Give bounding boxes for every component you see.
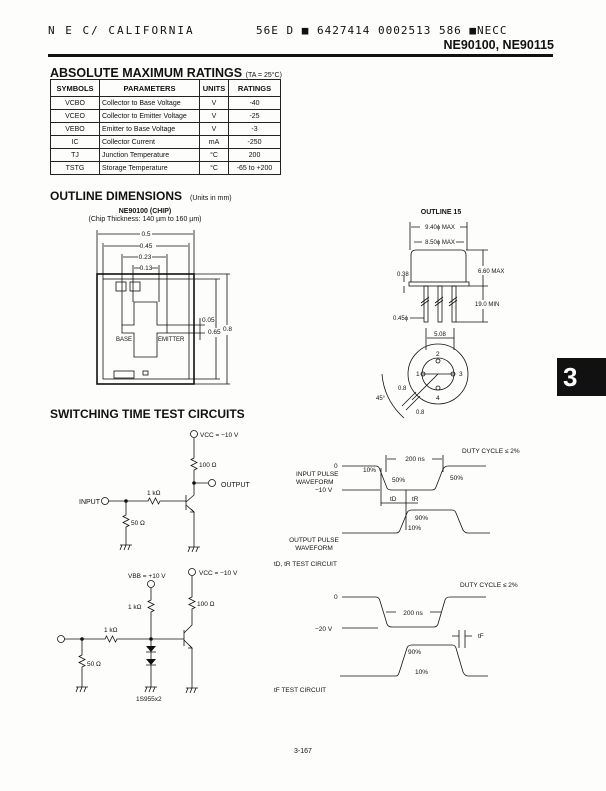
r-100-label: 100 Ω xyxy=(197,601,215,608)
r-50-label: 50 Ω xyxy=(87,661,101,668)
diode-icon xyxy=(146,646,156,665)
dim-6-60: 6.60 MAX xyxy=(478,269,504,275)
duty-cycle-label: DUTY CYCLE ≤ 2% xyxy=(462,448,520,455)
td-tr-waveforms: DUTY CYCLE ≤ 2% 0 200 ns INPUT PULSE WAV… xyxy=(274,448,520,568)
dim-0-23: 0.23 xyxy=(139,254,152,261)
header-company: N E C/ CALIFORNIA xyxy=(48,24,195,37)
dim-9-40: 9.40ϕ MAX xyxy=(425,225,455,231)
zero-label: 0 xyxy=(334,594,338,601)
table-header: SYMBOLS PARAMETERS UNITS RATINGS xyxy=(50,79,281,97)
input-pulse-label: INPUT PULSE xyxy=(296,471,339,478)
switching-title: SWITCHING TIME TEST CIRCUITS xyxy=(50,407,245,421)
output-pulse-label: OUTPUT PULSE xyxy=(289,537,339,544)
ratings-title-text: ABSOLUTE MAXIMUM RATINGS xyxy=(50,66,243,80)
vcc-label: VCC = −10 V xyxy=(199,570,238,577)
ratings-condition: (TA = 25°C) xyxy=(245,72,282,79)
section-tab: 3 xyxy=(557,358,606,396)
p10-label: 10% xyxy=(415,669,428,676)
dim-0-13: 0.13 xyxy=(140,265,153,272)
p10b-label: 10% xyxy=(408,525,421,532)
dim-45deg: 45° xyxy=(376,396,386,402)
p90-label: 90% xyxy=(415,515,428,522)
chip-drawing: NE90100 (CHIP) (Chip Thickness: 140 µm t… xyxy=(89,208,232,385)
width-200ns: 200 ns xyxy=(405,456,425,463)
r-1k-label: 1 kΩ xyxy=(104,627,118,634)
output-waveform-label: WAVEFORM xyxy=(295,545,333,552)
chip-title: NE90100 (CHIP) xyxy=(119,208,172,215)
neg10v-label: −10 V xyxy=(315,487,333,494)
td-label: tD xyxy=(390,496,397,503)
dim-5-08: 5.08 xyxy=(434,332,446,338)
dim-0-8b: 0.8 xyxy=(416,410,425,416)
header-rule xyxy=(48,54,553,57)
ratings-title: ABSOLUTE MAXIMUM RATINGS (TA = 25°C) xyxy=(50,66,282,80)
chip-subtitle: (Chip Thickness: 140 µm to 160 µm) xyxy=(89,216,202,223)
table-cell: Storage Temperature xyxy=(99,161,200,175)
width-200ns: 200 ns xyxy=(403,610,423,617)
vcc-terminal xyxy=(190,430,198,438)
page-number: 3-167 xyxy=(294,748,312,755)
pin-4-label: 4 xyxy=(436,395,440,402)
tf-caption: tF TEST CIRCUIT xyxy=(274,687,326,694)
tf-circuit: VBB = +10 V VCC = −10 V 1 kΩ 100 Ω 1 kΩ … xyxy=(57,568,238,703)
output-label: OUTPUT xyxy=(221,482,251,489)
dim-0-5: 0.5 xyxy=(141,231,150,238)
input-waveform-label: WAVEFORM xyxy=(296,479,334,486)
tf-label: tF xyxy=(478,633,484,640)
vcc-label: VCC = −10 V xyxy=(200,432,239,439)
p10-label: 10% xyxy=(363,467,376,474)
td-tr-caption: tD, tR TEST CIRCUIT xyxy=(274,561,337,568)
dim-0-45: 0.45ϕ xyxy=(393,316,409,322)
p50b-label: 50% xyxy=(450,475,463,482)
pin-3-label: 3 xyxy=(459,371,463,378)
dim-0-38: 0.38 xyxy=(397,272,409,278)
r-1k-label: 1 kΩ xyxy=(147,490,161,497)
zero-label: 0 xyxy=(334,463,338,470)
p50-label: 50% xyxy=(392,477,405,484)
dim-8-50: 8.50ϕ MAX xyxy=(425,240,455,246)
vbb-label: VBB = +10 V xyxy=(128,573,166,580)
outline-15-title: OUTLINE 15 xyxy=(421,209,462,216)
dim-0-65: 0.65 xyxy=(208,329,221,336)
p90-label: 90% xyxy=(408,649,421,656)
header-code: 56E D ■ 6427414 0002513 586 ■NECC xyxy=(256,24,508,37)
outline-units: (Units in mm) xyxy=(190,195,232,202)
input-label: INPUT xyxy=(79,499,101,506)
pin-2-label: 2 xyxy=(436,351,440,358)
pin-1-label: 1 xyxy=(416,371,420,378)
dim-0-45: 0.45 xyxy=(140,243,153,250)
dim-0-8a: 0.8 xyxy=(398,386,407,392)
emitter-label: EMITTER xyxy=(158,337,185,343)
r-100-label: 100 Ω xyxy=(199,462,217,469)
r-vbb-1k-label: 1 kΩ xyxy=(128,604,142,611)
td-tr-circuit: VCC = −10 V 100 Ω OUTPUT INPUT 1 kΩ 50 Ω xyxy=(79,430,251,553)
header-part-numbers: NE90100, NE90115 xyxy=(443,38,554,52)
dim-0-05: 0.05 xyxy=(202,317,215,324)
diode-label: 1S955x2 xyxy=(136,696,162,703)
outline-title: OUTLINE DIMENSIONS xyxy=(50,189,182,203)
dim-0-8: 0.8 xyxy=(223,326,232,333)
dim-19-0: 19.0 MIN xyxy=(475,302,499,308)
r-50-label: 50 Ω xyxy=(131,520,145,527)
duty-cycle-label: DUTY CYCLE ≤ 2% xyxy=(460,582,518,589)
tr-label: tR xyxy=(412,496,419,503)
outline-15-drawing: OUTLINE 15 9.40ϕ MAX 8.50ϕ MAX 6.60 MAX … xyxy=(376,209,504,419)
tf-waveforms: DUTY CYCLE ≤ 2% 0 200 ns −20 V tF 90% 10… xyxy=(274,582,518,694)
base-label: BASE xyxy=(116,337,132,343)
table-cell: -65 to +200 xyxy=(228,161,281,175)
neg20v-label: −20 V xyxy=(315,626,333,633)
